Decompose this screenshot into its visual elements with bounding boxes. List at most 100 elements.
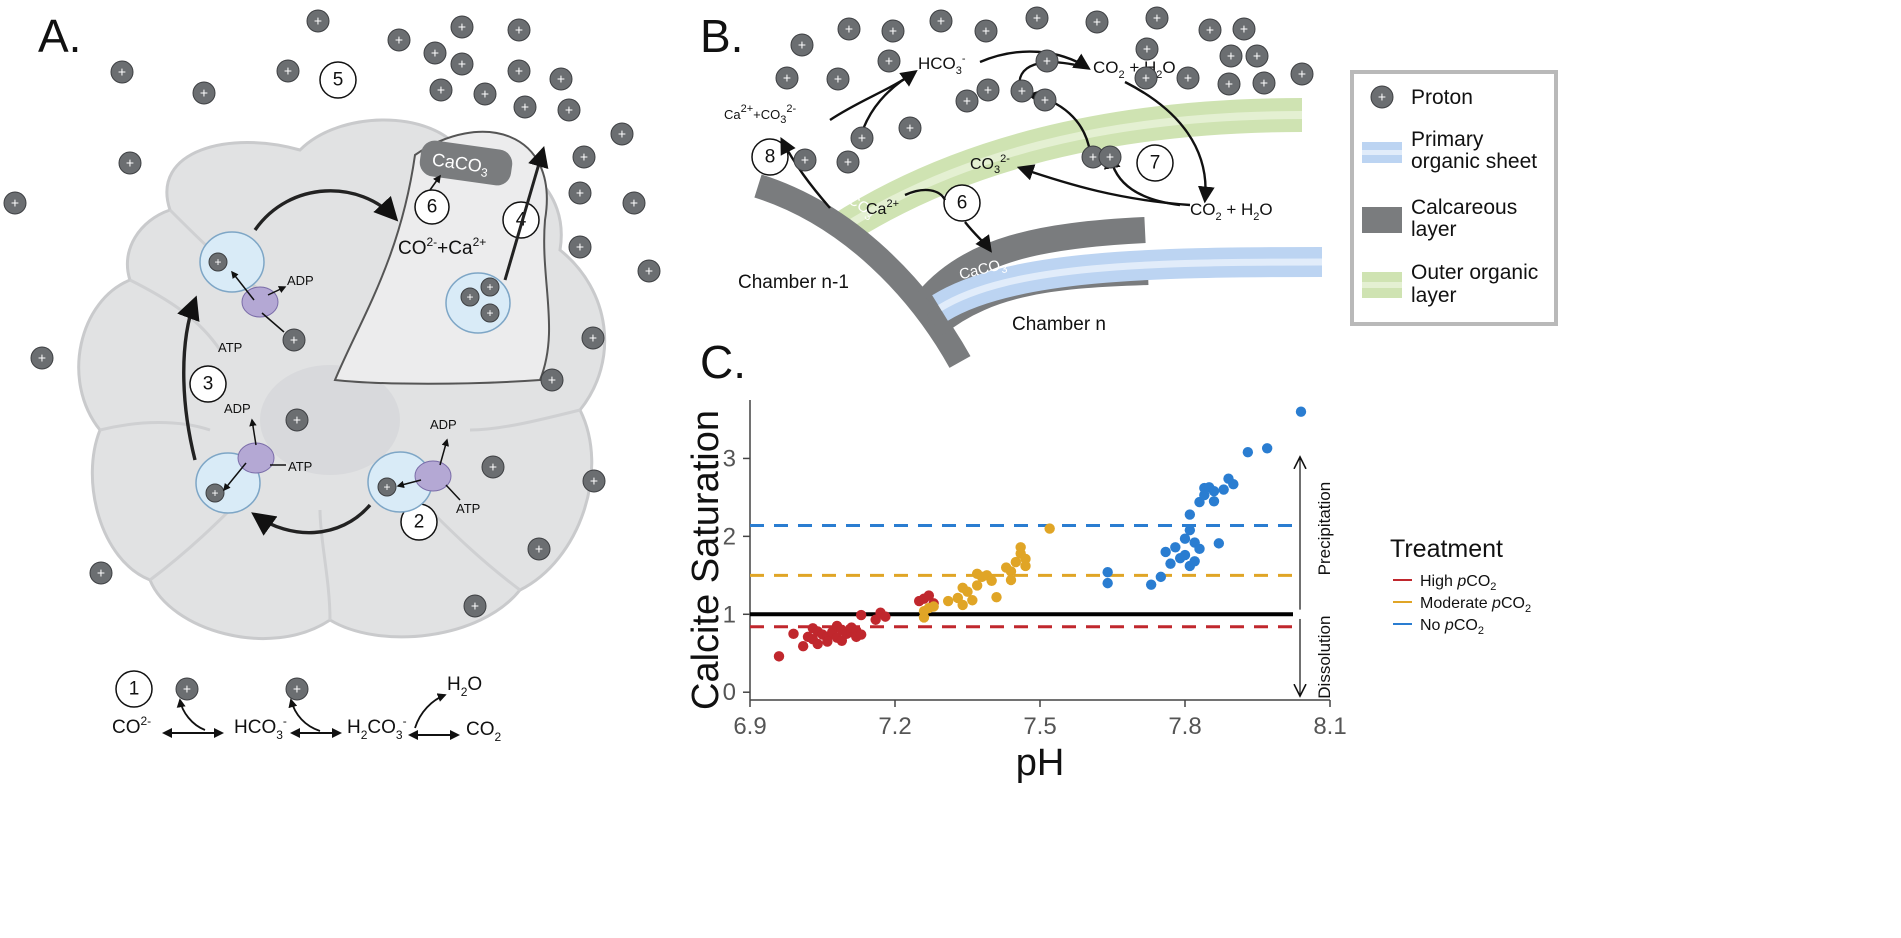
svg-text:H2CO3-: H2CO3- <box>347 714 407 742</box>
y-tick-label: 0 <box>723 679 736 706</box>
step-3-badge: 3 <box>189 365 227 403</box>
step-6-badge: 6 <box>414 189 450 225</box>
svg-text:6: 6 <box>427 197 438 218</box>
data-point <box>1208 485 1220 497</box>
x-tick-label: 7.5 <box>1023 713 1056 740</box>
svg-text:H2O: H2O <box>447 674 482 699</box>
caco3-bar: CaCO3 <box>419 140 513 186</box>
step-8-badge: 8 <box>751 138 789 176</box>
x-axis-title: pH <box>1016 742 1065 784</box>
legend-entry: High pCO2 <box>1420 573 1496 593</box>
data-point <box>991 591 1002 603</box>
dissolution-label: Dissolution <box>1315 616 1334 699</box>
data-point <box>1145 579 1157 590</box>
adp-label-right: ADP <box>430 417 457 432</box>
svg-text:8: 8 <box>765 147 776 168</box>
layer-legend: Proton Primary organic sheet Calcareous … <box>1350 70 1558 326</box>
data-point <box>923 590 935 601</box>
hco3-label: HCO3- <box>918 53 966 77</box>
data-point <box>1179 533 1191 544</box>
data-point <box>986 575 997 586</box>
data-point <box>855 609 867 621</box>
legend-entry: No pCO2 <box>1420 617 1484 637</box>
vesicle-chamber <box>445 272 511 334</box>
panel-b: B. CaCO3 CaCO3 Chamber n-1 Chamber n 8 6… <box>700 6 1323 368</box>
svg-text:Outer organic: Outer organic <box>1411 261 1538 284</box>
data-point <box>797 641 809 652</box>
data-point <box>1213 538 1225 549</box>
data-point <box>1218 484 1229 495</box>
data-point <box>1102 567 1113 578</box>
data-point <box>1228 478 1239 490</box>
co2-h2o-right-label: CO2 + H2O <box>1190 200 1273 223</box>
ca-co3-label: Ca2++CO32- <box>724 103 797 126</box>
data-point <box>1184 509 1196 520</box>
data-point <box>1010 556 1022 568</box>
data-point <box>812 638 823 650</box>
data-point <box>1044 523 1055 534</box>
svg-text:Calcareous: Calcareous <box>1411 196 1517 219</box>
data-point <box>971 580 983 591</box>
data-point <box>1184 524 1196 536</box>
step-5-badge: 5 <box>319 61 357 99</box>
data-point <box>967 595 978 606</box>
y-tick-label: 2 <box>723 523 736 550</box>
y-tick-label: 1 <box>723 601 736 628</box>
atp-label-left: ATP <box>288 459 312 474</box>
svg-text:CO2: CO2 <box>466 719 502 744</box>
data-point <box>1295 406 1307 417</box>
svg-text:3: 3 <box>203 374 214 395</box>
x-tick-label: 7.8 <box>1168 713 1201 740</box>
adp-label-left: ADP <box>224 401 251 416</box>
svg-text:Primary: Primary <box>1411 128 1484 151</box>
svg-text:organic sheet: organic sheet <box>1411 150 1537 173</box>
adp-label-top: ADP <box>287 273 314 288</box>
panel-a: A. CaCO3 5 6 <box>3 9 661 744</box>
calcareous-layer-cur <box>918 217 1146 309</box>
co3-ca-reaction: CO2-+Ca2+ <box>398 235 486 259</box>
data-point <box>1102 577 1113 589</box>
ca-label: Ca2+ <box>866 198 899 218</box>
treatment-legend-title: Treatment <box>1390 535 1503 563</box>
data-point <box>880 611 891 622</box>
svg-text:2: 2 <box>414 512 425 533</box>
co3-label: CO32- <box>970 153 1010 176</box>
panel-b-letter: B. <box>700 10 743 62</box>
step-7-badge: 7 <box>1136 144 1174 182</box>
data-point <box>1199 489 1210 501</box>
precipitation-label: Precipitation <box>1315 482 1334 576</box>
x-tick-label: 8.1 <box>1313 713 1346 740</box>
y-tick-label: 3 <box>723 445 736 472</box>
data-point <box>1160 546 1171 558</box>
svg-text:layer: layer <box>1411 284 1457 307</box>
data-point <box>1179 549 1191 561</box>
data-point <box>1189 556 1200 567</box>
panel-c-letter: C. <box>700 336 746 388</box>
data-point <box>788 628 799 639</box>
svg-text:layer: layer <box>1411 218 1457 241</box>
data-point <box>1005 574 1017 586</box>
step-6b-badge: 6 <box>943 184 981 222</box>
data-point <box>1208 496 1220 507</box>
svg-text:1: 1 <box>129 679 140 700</box>
data-point <box>1165 558 1176 569</box>
data-point <box>855 629 867 640</box>
svg-text:6: 6 <box>957 193 968 214</box>
data-point <box>822 636 833 647</box>
x-tick-label: 7.2 <box>878 713 911 740</box>
chamber-cur-label: Chamber n <box>1012 314 1106 335</box>
svg-text:Proton: Proton <box>1411 86 1473 109</box>
x-tick-label: 6.9 <box>733 713 766 740</box>
data-point <box>942 595 954 607</box>
svg-text:HCO3-: HCO3- <box>234 714 287 742</box>
data-point <box>1242 447 1254 458</box>
data-point <box>1194 543 1205 555</box>
data-point <box>1170 542 1181 553</box>
data-point <box>1020 560 1031 572</box>
carbonate-equation: 1 CO2- HCO3- H2CO3- H2O CO2 <box>112 670 502 744</box>
data-point <box>1005 566 1017 577</box>
co2-h2o-top-label: CO2 + H2O <box>1093 58 1176 81</box>
svg-text:5: 5 <box>333 70 344 91</box>
